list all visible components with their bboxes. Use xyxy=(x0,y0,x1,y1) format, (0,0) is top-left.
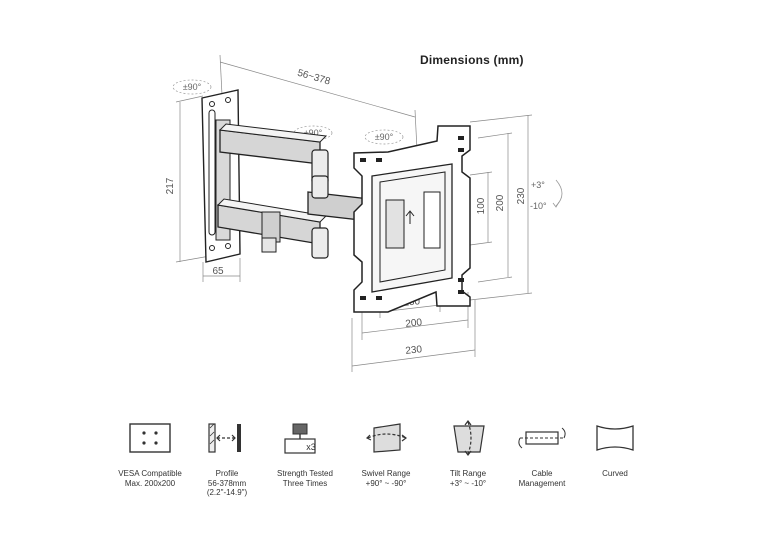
strength-weight-icon: x3 xyxy=(284,423,316,454)
wall-plate xyxy=(201,89,241,263)
feature-tilt: Tilt Range +3° ~ -10° xyxy=(423,420,513,488)
upper-arm xyxy=(218,123,329,185)
feature-caption: Strength Tested Three Times xyxy=(277,469,333,488)
cable-management-icon xyxy=(518,427,566,449)
lower-arm xyxy=(216,198,329,259)
wall-plate-depth-label: 65 xyxy=(212,266,224,277)
feature-cable: Cable Management xyxy=(497,420,587,488)
feature-caption: Tilt Range +3° ~ -10° xyxy=(449,469,487,488)
feature-caption: Profile 56-378mm (2.2"-14.9") xyxy=(206,469,248,497)
feature-vesa: VESA Compatible Max. 200x200 xyxy=(105,420,195,488)
svg-text:+3°: +3° xyxy=(531,180,545,190)
feature-row: VESA Compatible Max. 200x200 Profile 56-… xyxy=(105,420,650,500)
wall-plate-height-label: 217 xyxy=(165,177,176,194)
feature-curved: Curved xyxy=(570,420,660,479)
feature-caption: Curved xyxy=(602,469,628,478)
svg-text:±90°: ±90° xyxy=(304,128,323,138)
svg-text:-10°: -10° xyxy=(530,201,547,211)
page-title: Dimensions (mm) xyxy=(420,53,524,67)
feature-caption: VESA Compatible Max. 200x200 xyxy=(118,469,182,488)
feature-strength: x3 Strength Tested Three Times xyxy=(260,420,350,488)
mount-dimension-drawing: 56~378 217 65 100 200 230 100 200 230 ±9… xyxy=(165,54,563,372)
profile-depth-icon xyxy=(208,423,241,453)
feature-swivel: Swivel Range +90° ~ -90° xyxy=(341,420,431,488)
curved-screen-icon xyxy=(596,425,634,451)
svg-text:x3: x3 xyxy=(306,442,316,452)
tilt-range-icon xyxy=(453,420,485,456)
svg-text:±90°: ±90° xyxy=(183,82,202,92)
feature-profile: Profile 56-378mm (2.2"-14.9") xyxy=(182,420,272,498)
vesa-grid-icon xyxy=(129,423,171,453)
svg-text:±90°: ±90° xyxy=(375,132,394,142)
head-swivel-indicator: ±90° xyxy=(364,129,404,145)
vesa-vertical-inner-label: 100 xyxy=(476,197,487,214)
vesa-vertical-outer-label: 200 xyxy=(495,194,506,211)
vesa-horizontal-outer-label: 200 xyxy=(405,317,423,330)
vesa-plate xyxy=(353,125,471,313)
wall-swivel-indicator: ±90° xyxy=(172,79,212,95)
plate-width-label: 230 xyxy=(405,344,423,357)
plate-height-label: 230 xyxy=(516,187,527,204)
feature-caption: Cable Management xyxy=(518,469,566,488)
tilt-indicator: +3° -10° xyxy=(530,179,563,211)
swivel-range-icon xyxy=(365,423,407,453)
feature-caption: Swivel Range +90° ~ -90° xyxy=(361,469,411,488)
